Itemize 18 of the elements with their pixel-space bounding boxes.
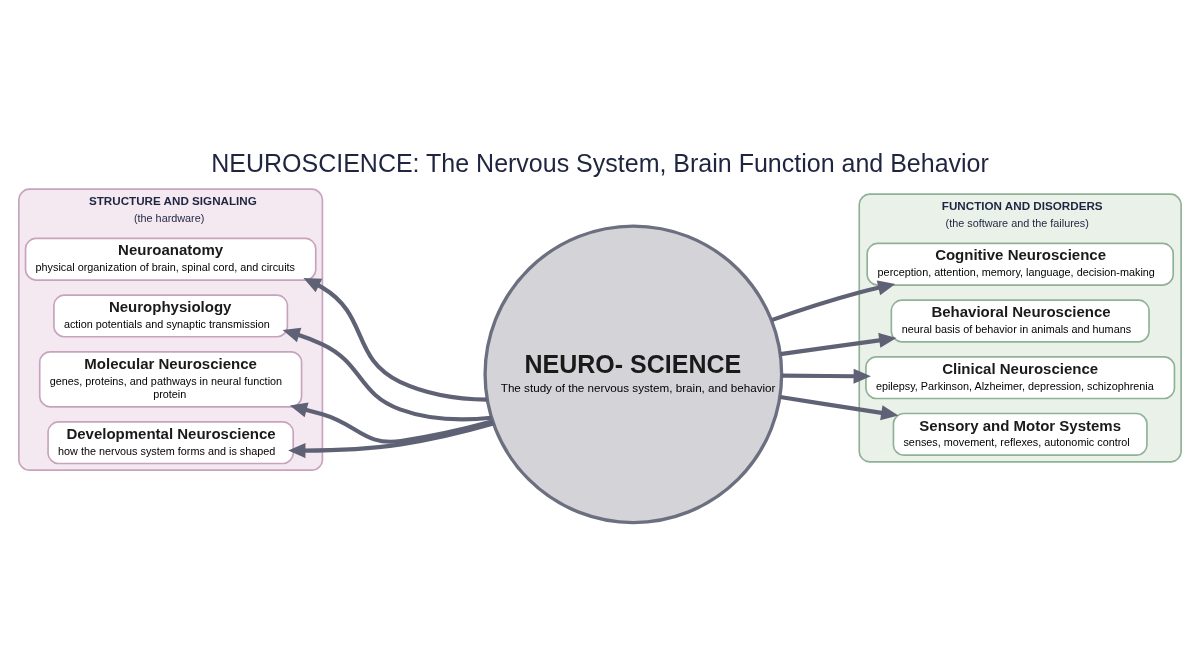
node-box: Behavioral Neuroscience neural basis of behavior in animals and humans: [890, 298, 1150, 343]
arrow: [779, 394, 899, 420]
diagram-title: NEUROSCIENCE: The Nervous System, Brain Function and Behavior: [211, 148, 989, 177]
node-box: Neurophysiology action potentials and synaptic transmission: [53, 293, 289, 338]
node-circle: NEURO- SCIENCE The study of the nervous system, brain, and behavior: [483, 223, 784, 524]
arrow: [282, 327, 492, 421]
arrow: [289, 402, 494, 444]
node-box: Molecular Neuroscience genes, proteins, and pathways in neural function protein: [38, 350, 303, 408]
node-box: Developmental Neuroscience how the nervous system forms and is shaped: [47, 420, 295, 464]
arrow: [303, 277, 488, 402]
node-box: Clinical Neuroscience epilepsy, Parkinson, Alzheimer, depression, schizophrenia: [865, 355, 1176, 399]
arrow: [770, 279, 896, 322]
arrow: [781, 368, 871, 384]
arrow: [780, 332, 897, 356]
node-box: Cognitive Neuroscience perception, attention, memory, language, decision-making: [866, 242, 1175, 286]
node-box: Sensory and Motor Systems senses, movement, reflexes, autonomic control: [892, 412, 1148, 456]
node-box: Neuroanatomy physical organization of brain, spinal cord, and circuits: [24, 237, 317, 281]
arrow: [288, 421, 494, 458]
